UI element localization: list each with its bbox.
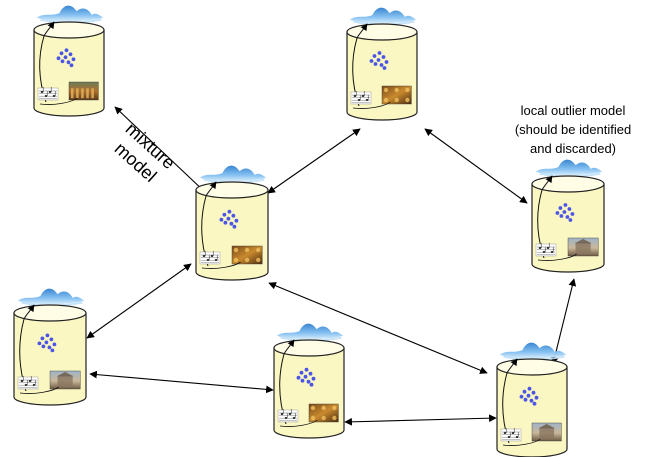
edges-layer	[86, 106, 577, 426]
photo-thumbnail-building	[531, 422, 562, 442]
cylinder-top	[531, 175, 605, 193]
inner-connector	[201, 261, 241, 269]
cylinder-body	[531, 183, 605, 273]
sheet-music-icon	[199, 251, 221, 265]
flow-arrow	[39, 21, 55, 103]
point-cluster-icon	[37, 333, 57, 353]
cylinder-body	[496, 366, 568, 457]
cloud-icon	[349, 7, 417, 26]
sheet-music-icon	[350, 91, 372, 105]
inner-connector	[537, 253, 577, 261]
photo-thumbnail-building	[49, 370, 81, 390]
node-top-center-cylinder	[346, 7, 418, 121]
cylinder-body	[346, 31, 418, 121]
point-cluster-icon	[555, 203, 575, 222]
cloud-icon	[276, 323, 344, 342]
node-bottom-center-cylinder	[273, 323, 345, 439]
edge-top-left-to-center	[114, 106, 207, 194]
edge-bottom-left-to-bottom-center	[89, 370, 274, 394]
edge-center-to-bottom-right	[268, 282, 488, 374]
sheet-music-icon	[500, 428, 522, 442]
cloud-icon	[535, 159, 603, 178]
point-cluster-icon	[56, 48, 76, 68]
flow-arrow	[502, 358, 518, 444]
sheet-music-icon	[37, 87, 59, 101]
point-cluster-icon	[296, 367, 316, 387]
flow-arrow	[352, 23, 368, 107]
point-cluster-icon	[219, 209, 239, 229]
edge-top-center-to-outlier	[424, 128, 528, 204]
point-cluster-icon	[369, 51, 389, 70]
cylinder-body	[33, 29, 105, 117]
inner-connector	[279, 419, 318, 427]
sheet-music-icon	[535, 243, 557, 257]
cylinder-body	[273, 347, 345, 439]
photo-thumbnail-building	[567, 237, 599, 257]
edge-bottom-center-to-bottom-right	[344, 414, 497, 426]
photo-thumbnail-hall	[68, 81, 99, 101]
node-outlier-cylinder	[531, 159, 605, 273]
flow-arrow	[201, 181, 217, 267]
inner-connector	[39, 97, 78, 105]
point-cluster-icon	[519, 386, 539, 406]
cylinder-body	[13, 312, 87, 406]
edge-center-to-bottom-left	[86, 263, 192, 339]
node-top-left-cylinder	[33, 5, 105, 117]
node-center-cylinder	[195, 165, 269, 281]
edge-bottom-right-to-outlier	[550, 278, 577, 365]
cylinder-top	[195, 181, 269, 199]
sheet-music-icon	[277, 409, 299, 423]
cloud-icon	[17, 288, 85, 307]
inner-connector	[502, 438, 541, 446]
photo-thumbnail-crowd	[308, 403, 339, 423]
outlier-label-line-3: and discarded)	[530, 141, 616, 156]
inner-connector	[19, 386, 59, 394]
flow-arrow	[19, 304, 35, 392]
flow-arrow	[537, 175, 553, 259]
outlier-label-line-2: (should be identified	[514, 122, 632, 137]
outlier-label-line-1: local outlier model	[520, 103, 626, 118]
cloud-icon	[199, 165, 267, 184]
photo-thumbnail-crowd	[381, 85, 412, 105]
photo-thumbnail-crowd	[231, 245, 263, 265]
cylinder-top	[13, 304, 87, 322]
nodes-layer	[13, 5, 605, 457]
node-bottom-left-cylinder	[13, 288, 87, 406]
outlier-model-label: local outlier model (should be identifie…	[498, 101, 648, 158]
flow-arrow	[279, 339, 295, 425]
cylinder-body	[195, 189, 269, 281]
sheet-music-icon	[17, 376, 39, 390]
inner-connector	[352, 101, 391, 109]
edge-top-center-to-center	[267, 128, 361, 194]
cloud-icon	[36, 5, 104, 24]
node-bottom-right-cylinder	[496, 342, 568, 457]
